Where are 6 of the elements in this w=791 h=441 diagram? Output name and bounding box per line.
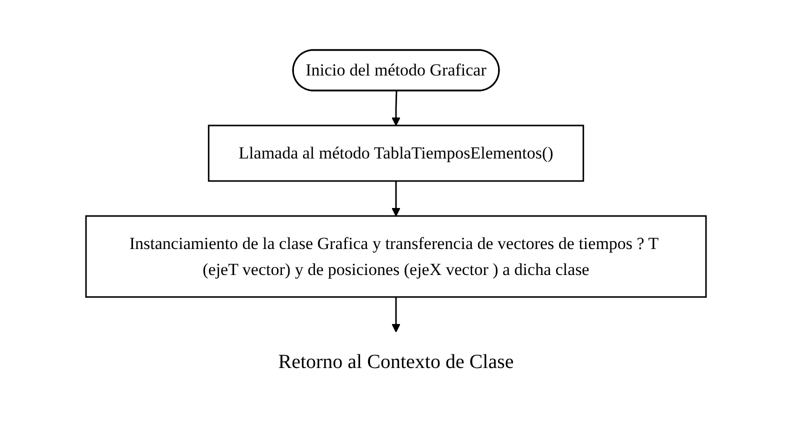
arrow — [391, 90, 400, 126]
node-box: Instanciamiento de la clase Grafica y transferencia de vectores de tiempos ? T (ejeT vector) y de posiciones (ejeX vector ) a dicha clase — [84, 214, 706, 298]
node-text: Retorno al Contexto de Clase — [278, 350, 514, 372]
arrow — [391, 180, 400, 216]
arrow — [391, 296, 400, 332]
node-box: Llamada al método TablaTiemposElementos() — [207, 124, 584, 182]
